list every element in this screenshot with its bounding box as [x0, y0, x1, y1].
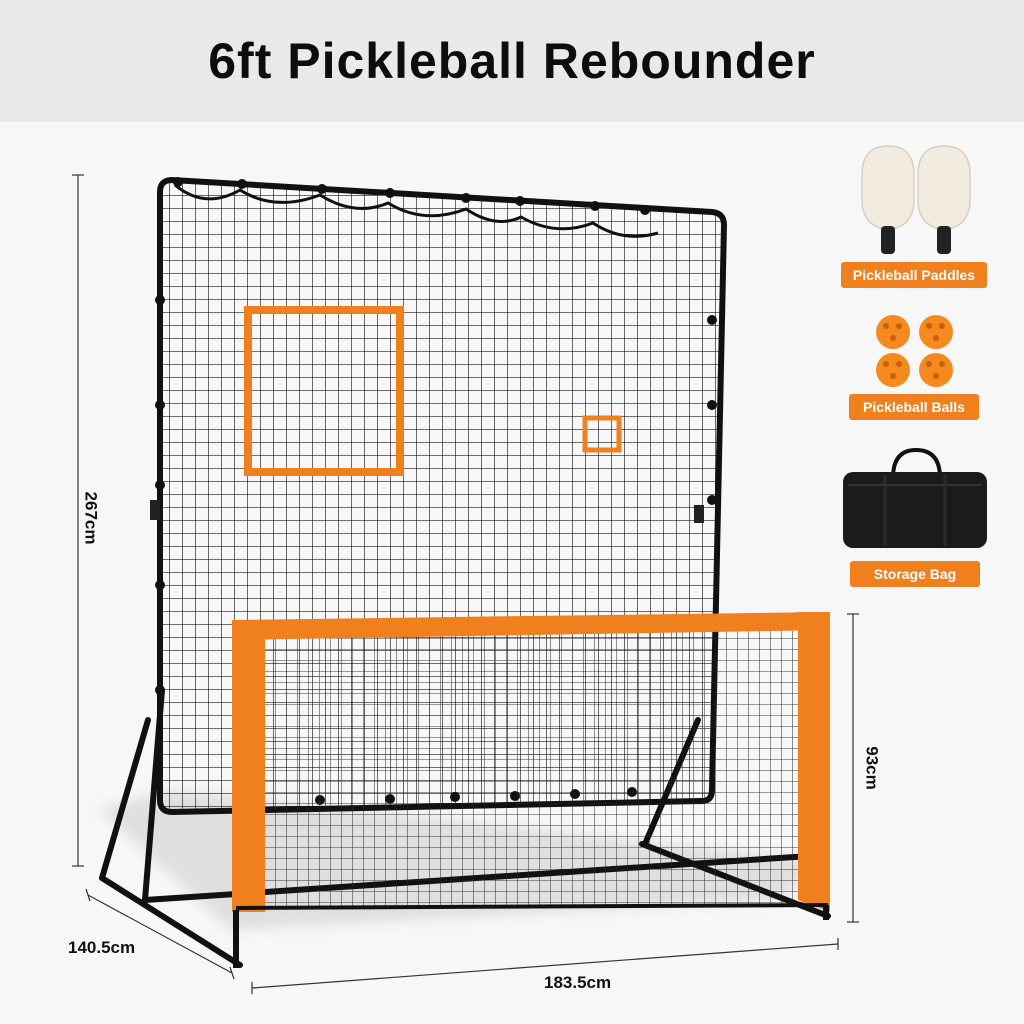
ball-icon: [876, 315, 953, 387]
page-title: 6ft Pickleball Rebounder: [208, 33, 816, 89]
large-target-square: [244, 306, 404, 476]
dimension-line-depth: [85, 888, 235, 980]
paddle-icon: [861, 145, 971, 254]
height-dimension-label: 267cm: [81, 491, 101, 545]
net-height-dimension-label: 93cm: [862, 746, 882, 790]
accessory-label-balls: Pickleball Balls: [849, 394, 979, 420]
dimension-line-height: [72, 174, 84, 867]
dimension-line-net-height: [847, 613, 859, 923]
bag-icon: [843, 447, 987, 548]
small-target-square: [582, 415, 622, 453]
front-net: [232, 612, 830, 968]
dimension-line-width: [251, 938, 839, 994]
depth-dimension-label: 140.5cm: [68, 938, 136, 957]
header-banner: 6ft Pickleball Rebounder: [0, 0, 1024, 122]
width-dimension-label: 183.5cm: [544, 973, 612, 992]
accessory-label-paddles: Pickleball Paddles: [841, 262, 987, 288]
accessory-label-bag: Storage Bag: [850, 561, 980, 587]
